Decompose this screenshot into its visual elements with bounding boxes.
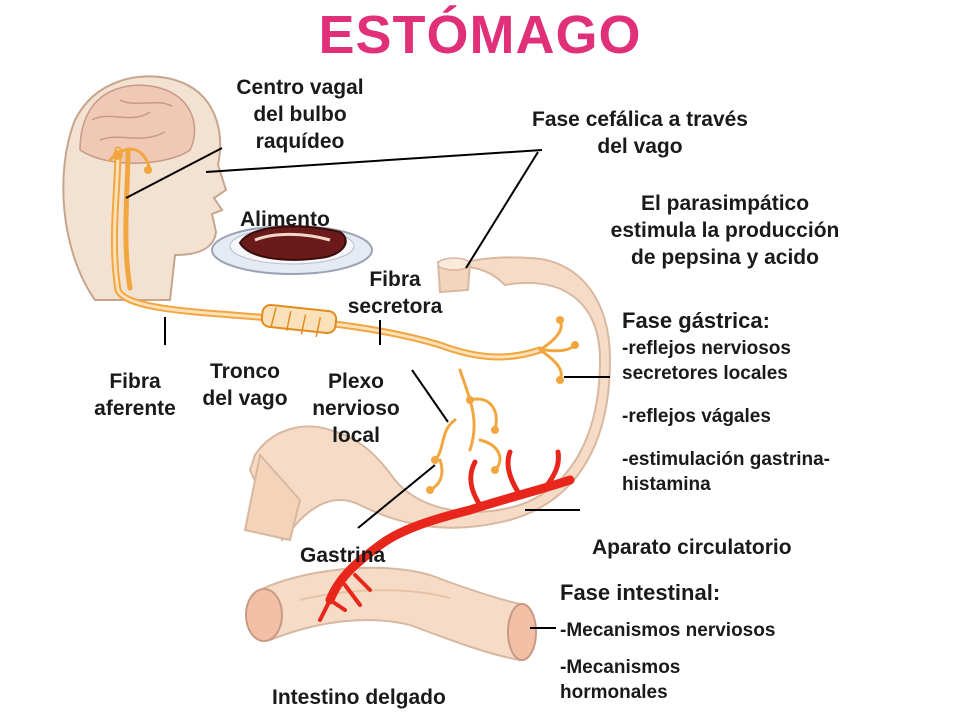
- fase-intestinal-heading: Fase intestinal:: [560, 580, 721, 605]
- small-intestine-illustration: [245, 566, 537, 662]
- stomach-illustration: [243, 256, 612, 542]
- label-aparato-circulatorio: Aparato circulatorio: [592, 536, 792, 559]
- page-title: ESTÓMAGO: [318, 5, 642, 65]
- label-gastrina: Gastrina: [300, 544, 386, 567]
- vagus-trunk-sheath: [260, 303, 338, 338]
- label-parasimpatico: El parasimpático estimula la producción …: [610, 192, 840, 269]
- label-centro-vagal: Centro vagal del bulbo raquídeo: [236, 76, 364, 153]
- label-fase-cefalica: Fase cefálica a través del vago: [532, 108, 748, 158]
- label-fibra-aferente: Fibra aferente: [94, 370, 176, 420]
- label-tronco-vago: Tronco del vago: [202, 360, 288, 410]
- fase-gastrica-heading: Fase gástrica:: [622, 308, 770, 333]
- leader-lines: [125, 147, 610, 629]
- label-fase-gastrica: Fase gástrica: -reflejos nerviosos secre…: [622, 308, 830, 495]
- label-intestino-delgado: Intestino delgado: [272, 686, 446, 709]
- label-plexo: Plexo nervioso local: [312, 370, 400, 447]
- label-fase-intestinal: Fase intestinal: -Mecanismos nerviosos -…: [560, 580, 776, 703]
- food-plate-illustration: [211, 225, 373, 275]
- label-alimento: Alimento: [240, 208, 330, 231]
- blood-vessel: [318, 449, 575, 622]
- label-fibra-secretora: Fibra secretora: [347, 268, 443, 318]
